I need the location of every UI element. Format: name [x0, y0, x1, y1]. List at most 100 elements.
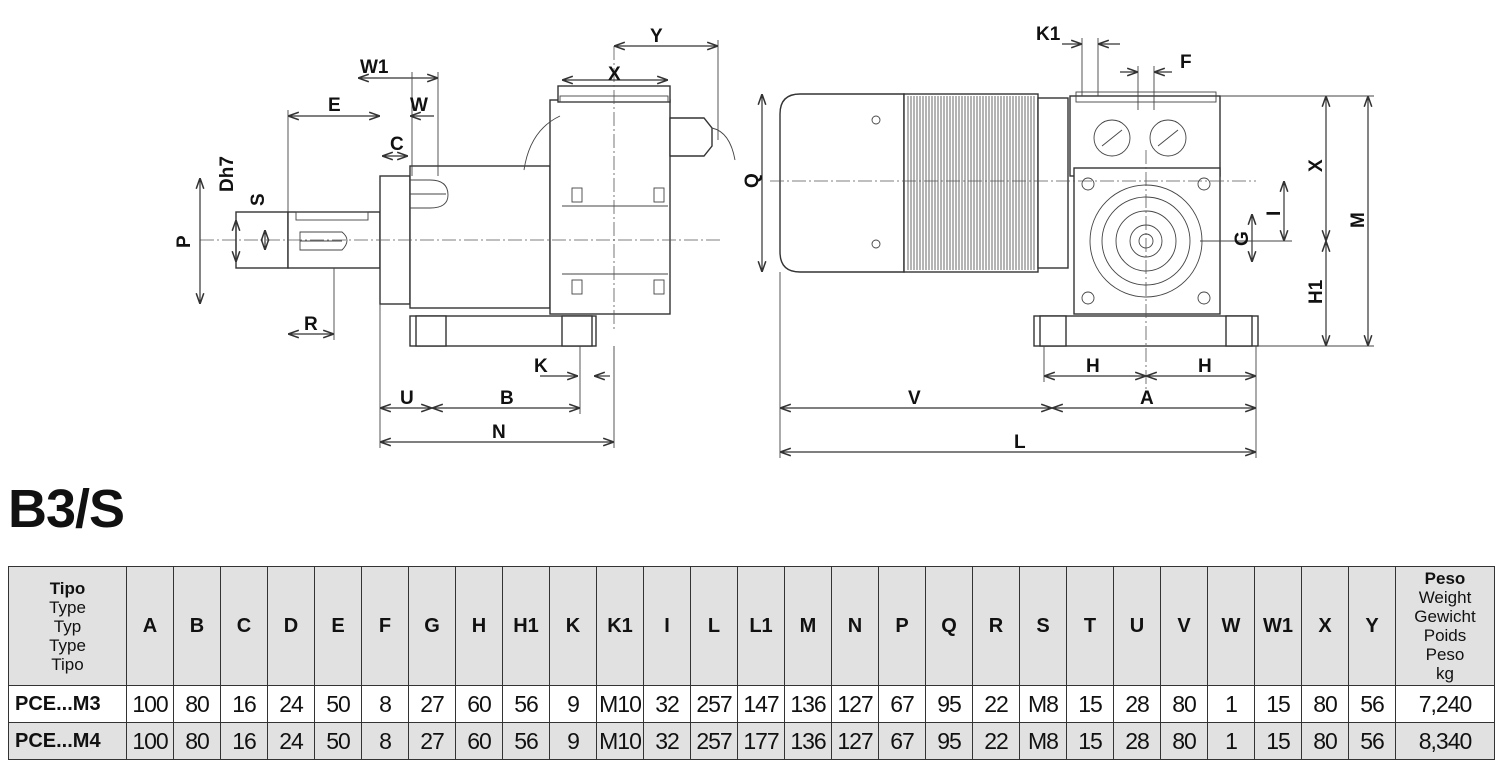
value-cell: 32 [643, 722, 691, 760]
label-U: U [400, 388, 414, 409]
value-cell: 257 [690, 685, 738, 723]
label-W: W [410, 95, 428, 116]
label-N: N [492, 422, 506, 443]
table-row: PCE...M4 100 80 16 24 50 8 27 60 56 9 M1… [8, 722, 1495, 760]
column-header: N [831, 566, 879, 686]
column-header: H1 [502, 566, 550, 686]
label-S: S [248, 193, 269, 206]
value-cell: 100 [126, 685, 174, 723]
label-Q: Q [742, 173, 763, 188]
column-header: E [314, 566, 362, 686]
value-cell: 9 [549, 685, 597, 723]
column-header: V [1160, 566, 1208, 686]
label-P: P [174, 235, 195, 248]
value-cell: 8 [361, 722, 409, 760]
value-cell: 67 [878, 685, 926, 723]
table-header-row: Tipo Type Typ Type Tipo A B C D E F G H … [8, 566, 1495, 686]
column-header: K [549, 566, 597, 686]
section-title: B3/S [8, 479, 125, 539]
label-X-side: X [608, 64, 621, 85]
weight-header: Peso Weight Gewicht Poids Peso kg [1395, 566, 1495, 686]
label-G: G [1232, 231, 1253, 246]
label-I: I [1264, 211, 1285, 216]
value-cell: M8 [1019, 722, 1067, 760]
column-header: U [1113, 566, 1161, 686]
column-header: T [1066, 566, 1114, 686]
label-X-front: X [1306, 159, 1327, 172]
value-cell: 60 [455, 722, 503, 760]
value-cell: 24 [267, 685, 315, 723]
label-K: K [534, 356, 548, 377]
value-cell: 95 [925, 722, 973, 760]
value-cell: 100 [126, 722, 174, 760]
value-cell: 80 [173, 685, 221, 723]
column-header: G [408, 566, 456, 686]
value-cell: 136 [784, 685, 832, 723]
column-header: I [643, 566, 691, 686]
label-A: A [1140, 388, 1154, 409]
label-H-right: H [1198, 356, 1212, 377]
weight-cell: 7,240 [1395, 685, 1495, 723]
value-cell: 28 [1113, 685, 1161, 723]
value-cell: 56 [1348, 722, 1396, 760]
label-C: C [390, 134, 404, 155]
value-cell: 127 [831, 722, 879, 760]
column-header: R [972, 566, 1020, 686]
label-L: L [1014, 432, 1026, 453]
label-V: V [908, 388, 921, 409]
side-view [200, 40, 736, 448]
column-header: Y [1348, 566, 1396, 686]
table-row: PCE...M3 100 80 16 24 50 8 27 60 56 9 M1… [8, 685, 1495, 723]
label-Dh7: Dh7 [217, 156, 238, 192]
value-cell: 127 [831, 685, 879, 723]
column-header: X [1301, 566, 1349, 686]
value-cell: 15 [1254, 685, 1302, 723]
value-cell: 24 [267, 722, 315, 760]
value-cell: 16 [220, 722, 268, 760]
value-cell: M8 [1019, 685, 1067, 723]
value-cell: 80 [173, 722, 221, 760]
column-header: D [267, 566, 315, 686]
value-cell: 50 [314, 722, 362, 760]
value-cell: 56 [1348, 685, 1396, 723]
column-header: P [878, 566, 926, 686]
label-K1: K1 [1036, 24, 1061, 45]
value-cell: 15 [1254, 722, 1302, 760]
value-cell: 16 [220, 685, 268, 723]
value-cell: 80 [1301, 722, 1349, 760]
label-E: E [328, 95, 341, 116]
label-M: M [1348, 212, 1369, 228]
label-W1: W1 [360, 57, 389, 78]
value-cell: 136 [784, 722, 832, 760]
value-cell: 80 [1160, 722, 1208, 760]
value-cell: 27 [408, 685, 456, 723]
dimension-drawing: W1 E W C Dh7 S P R X Y K U B N K1 F Q I … [174, 24, 1374, 458]
value-cell: 80 [1160, 685, 1208, 723]
type-header: Tipo Type Typ Type Tipo [8, 566, 127, 686]
column-header: M [784, 566, 832, 686]
column-header: W [1207, 566, 1255, 686]
column-header: L [690, 566, 738, 686]
column-header: Q [925, 566, 973, 686]
column-header: F [361, 566, 409, 686]
value-cell: 67 [878, 722, 926, 760]
value-cell: 50 [314, 685, 362, 723]
value-cell: 27 [408, 722, 456, 760]
type-cell: PCE...M3 [8, 685, 127, 723]
value-cell: M10 [596, 685, 644, 723]
value-cell: 80 [1301, 685, 1349, 723]
value-cell: M10 [596, 722, 644, 760]
value-cell: 95 [925, 685, 973, 723]
value-cell: 1 [1207, 722, 1255, 760]
value-cell: 147 [737, 685, 785, 723]
column-header: S [1019, 566, 1067, 686]
label-R: R [304, 314, 318, 335]
value-cell: 15 [1066, 722, 1114, 760]
column-header: W1 [1254, 566, 1302, 686]
column-header: B [173, 566, 221, 686]
label-F: F [1180, 52, 1192, 73]
column-header: A [126, 566, 174, 686]
label-H-left: H [1086, 356, 1100, 377]
value-cell: 56 [502, 685, 550, 723]
value-cell: 56 [502, 722, 550, 760]
